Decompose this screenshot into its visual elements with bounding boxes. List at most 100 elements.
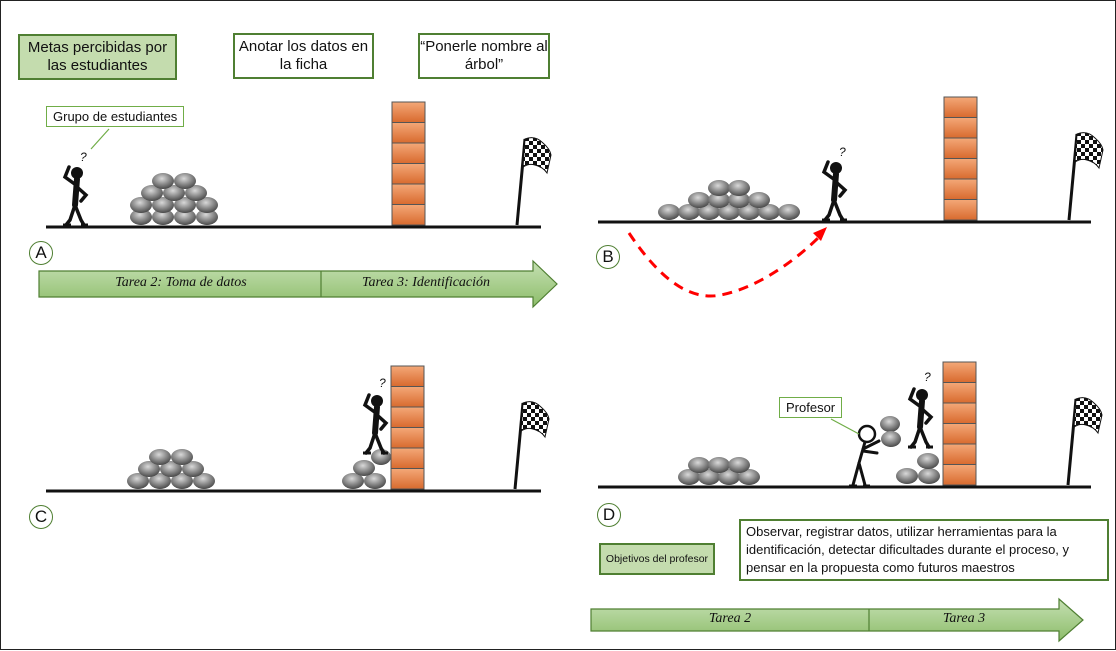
callout-pointer-a bbox=[90, 128, 110, 150]
arrow-top-right-label: Tarea 3: Identificación bbox=[361, 275, 491, 290]
brick bbox=[391, 183, 426, 205]
brick-tower-d bbox=[942, 361, 977, 486]
stone bbox=[171, 473, 193, 489]
stone bbox=[130, 209, 152, 225]
finish-flag-b bbox=[1067, 131, 1105, 222]
stone bbox=[678, 469, 700, 485]
objetivos-label-box: Objetivos del profesor bbox=[599, 543, 715, 575]
brick bbox=[942, 361, 977, 383]
metas-label: Metas percibidas por las estudiantes bbox=[27, 39, 168, 74]
stone bbox=[728, 457, 750, 473]
question-mark-a: ? bbox=[80, 150, 87, 164]
stone-steps-d bbox=[896, 453, 940, 484]
stone bbox=[880, 416, 900, 432]
brick bbox=[391, 163, 426, 185]
stone bbox=[698, 469, 720, 485]
stone bbox=[185, 185, 207, 201]
brick bbox=[391, 142, 426, 164]
brick-tower-b bbox=[943, 96, 978, 221]
stone bbox=[778, 204, 800, 220]
panel-label-b: B bbox=[596, 245, 620, 269]
objetivos-text: Observar, registrar datos, utilizar herr… bbox=[746, 524, 1070, 575]
brick bbox=[943, 137, 978, 159]
stone bbox=[678, 204, 700, 220]
stone bbox=[708, 192, 730, 208]
brick bbox=[390, 406, 425, 428]
stone bbox=[174, 173, 196, 189]
stone bbox=[738, 469, 760, 485]
stone bbox=[193, 473, 215, 489]
panel-label-d: D bbox=[597, 503, 621, 527]
stone bbox=[163, 185, 185, 201]
stone bbox=[149, 449, 171, 465]
stone bbox=[152, 173, 174, 189]
brick-tower-a bbox=[391, 101, 426, 226]
brick bbox=[943, 96, 978, 118]
finish-flag-a bbox=[515, 136, 553, 227]
brick bbox=[942, 423, 977, 445]
finish-flag-c bbox=[513, 400, 551, 491]
brick bbox=[391, 204, 426, 226]
task-arrow-top bbox=[38, 259, 558, 309]
arrow-bottom-right-label: Tarea 3 bbox=[942, 611, 986, 626]
arrow-top-left-label: Tarea 2: Toma de datos bbox=[115, 275, 247, 290]
stone bbox=[152, 197, 174, 213]
stone bbox=[708, 457, 730, 473]
brick bbox=[391, 122, 426, 144]
stone-pile-d bbox=[678, 457, 760, 485]
stone bbox=[353, 460, 375, 476]
stone bbox=[182, 461, 204, 477]
stone bbox=[152, 209, 174, 225]
panel-label-a: A bbox=[29, 241, 53, 265]
objetivos-label: Objetivos del profesor bbox=[605, 553, 709, 565]
brick bbox=[390, 468, 425, 490]
student-figure-b bbox=[822, 162, 847, 220]
stone bbox=[896, 468, 918, 484]
panel-label-c: C bbox=[29, 505, 53, 529]
ponerle-box: “Ponerle nombre al árbol” bbox=[418, 33, 550, 79]
stone-steps-c bbox=[342, 449, 391, 489]
stone bbox=[127, 473, 149, 489]
stone bbox=[758, 204, 780, 220]
anotar-box: Anotar los datos en la ficha bbox=[233, 33, 374, 79]
stone bbox=[149, 473, 171, 489]
stone bbox=[698, 204, 720, 220]
metas-box: Metas percibidas por las estudiantes bbox=[18, 34, 177, 80]
stone bbox=[688, 192, 710, 208]
stone bbox=[718, 204, 740, 220]
task-arrow-bottom bbox=[590, 597, 1084, 643]
dashed-jump-path bbox=[627, 231, 825, 298]
stone bbox=[130, 197, 152, 213]
stone bbox=[748, 192, 770, 208]
stone bbox=[881, 431, 901, 447]
callout-pointer-d bbox=[830, 418, 860, 435]
student-figure-c bbox=[363, 395, 388, 453]
stone bbox=[138, 461, 160, 477]
stone bbox=[688, 457, 710, 473]
stone bbox=[708, 180, 730, 196]
student-figure-a bbox=[63, 167, 88, 225]
stone bbox=[196, 197, 218, 213]
stone bbox=[728, 192, 750, 208]
ponerle-label: “Ponerle nombre al árbol” bbox=[420, 38, 548, 73]
stone bbox=[917, 453, 939, 469]
brick bbox=[942, 402, 977, 424]
stone bbox=[918, 468, 940, 484]
stone bbox=[171, 449, 193, 465]
question-mark-c: ? bbox=[379, 376, 386, 390]
objetivos-text-box: Observar, registrar datos, utilizar herr… bbox=[739, 519, 1109, 581]
brick bbox=[942, 464, 977, 486]
stone bbox=[141, 185, 163, 201]
stone-pile-a bbox=[130, 173, 218, 225]
profesor-callout: Profesor bbox=[779, 397, 843, 418]
brick-tower-c bbox=[390, 365, 425, 490]
stone bbox=[738, 204, 760, 220]
brick bbox=[942, 382, 977, 404]
stone bbox=[658, 204, 680, 220]
stone bbox=[342, 473, 364, 489]
finish-flag-d bbox=[1066, 396, 1104, 487]
question-mark-b: ? bbox=[839, 145, 846, 159]
stone bbox=[160, 461, 182, 477]
